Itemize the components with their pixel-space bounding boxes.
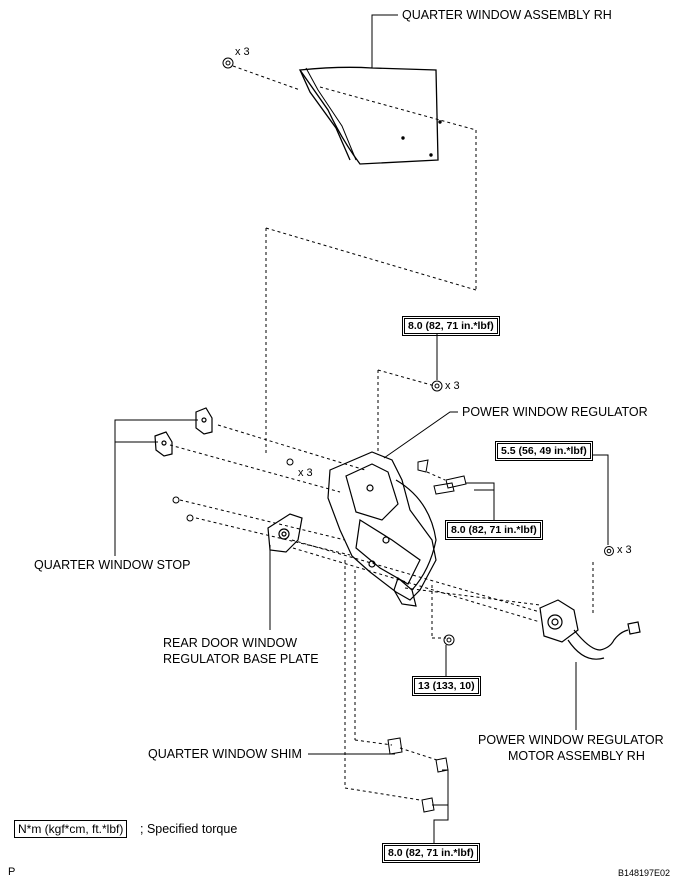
regulator-nut — [431, 380, 443, 392]
quarter-window-shim — [387, 737, 403, 755]
quarter-window-assembly-label: QUARTER WINDOW ASSEMBLY RH — [402, 8, 612, 22]
torque-lower-nut: 13 (133, 10) — [412, 676, 481, 696]
glass-nut-qty: x 3 — [235, 46, 250, 58]
power-window-regulator — [327, 451, 437, 607]
torque-regulator-nuts: 8.0 (82, 71 in.*lbf) — [402, 316, 500, 336]
quarter-window-stop-upper — [195, 407, 213, 435]
motor-label-line2: MOTOR ASSEMBLY RH — [508, 749, 645, 763]
torque-legend-unit: N*m (kgf*cm, ft.*lbf) — [14, 820, 128, 838]
regulator-base-plate — [267, 513, 303, 553]
motor-nut — [604, 546, 614, 556]
regulator-bolts — [433, 475, 467, 495]
regulator-nut-qty: x 3 — [445, 380, 460, 392]
torque-shim-bolts: 8.0 (82, 71 in.*lbf) — [382, 843, 480, 863]
footer-letter: P — [8, 866, 16, 878]
figure-code: B148197E02 — [618, 868, 671, 878]
power-window-regulator-label: POWER WINDOW REGULATOR — [462, 405, 648, 419]
quarter-window-stop-label: QUARTER WINDOW STOP — [34, 558, 191, 572]
lower-regulator-nut — [443, 634, 455, 646]
base-plate-label-line1: REAR DOOR WINDOW — [163, 636, 298, 650]
power-window-motor — [539, 599, 641, 660]
motor-label-line1: POWER WINDOW REGULATOR — [478, 733, 664, 747]
base-plate-label-line2: REGULATOR BASE PLATE — [163, 652, 319, 666]
glass-nut — [222, 57, 234, 69]
torque-legend-description: ; Specified torque — [140, 822, 238, 836]
quarter-window-glass — [298, 66, 442, 165]
quarter-window-shim-label: QUARTER WINDOW SHIM — [148, 747, 302, 761]
shim-bolts — [421, 757, 449, 813]
regulator-clip — [417, 459, 429, 473]
quarter-window-stop-lower — [154, 431, 173, 457]
dashed-leaders — [169, 65, 594, 801]
torque-regulator-bolts: 8.0 (82, 71 in.*lbf) — [445, 520, 543, 540]
small-screws — [172, 458, 294, 522]
torque-motor-nuts: 5.5 (56, 49 in.*lbf) — [495, 441, 593, 461]
regulator-bolt-qty: x 3 — [298, 467, 313, 479]
motor-nut-qty: x 3 — [617, 544, 632, 556]
